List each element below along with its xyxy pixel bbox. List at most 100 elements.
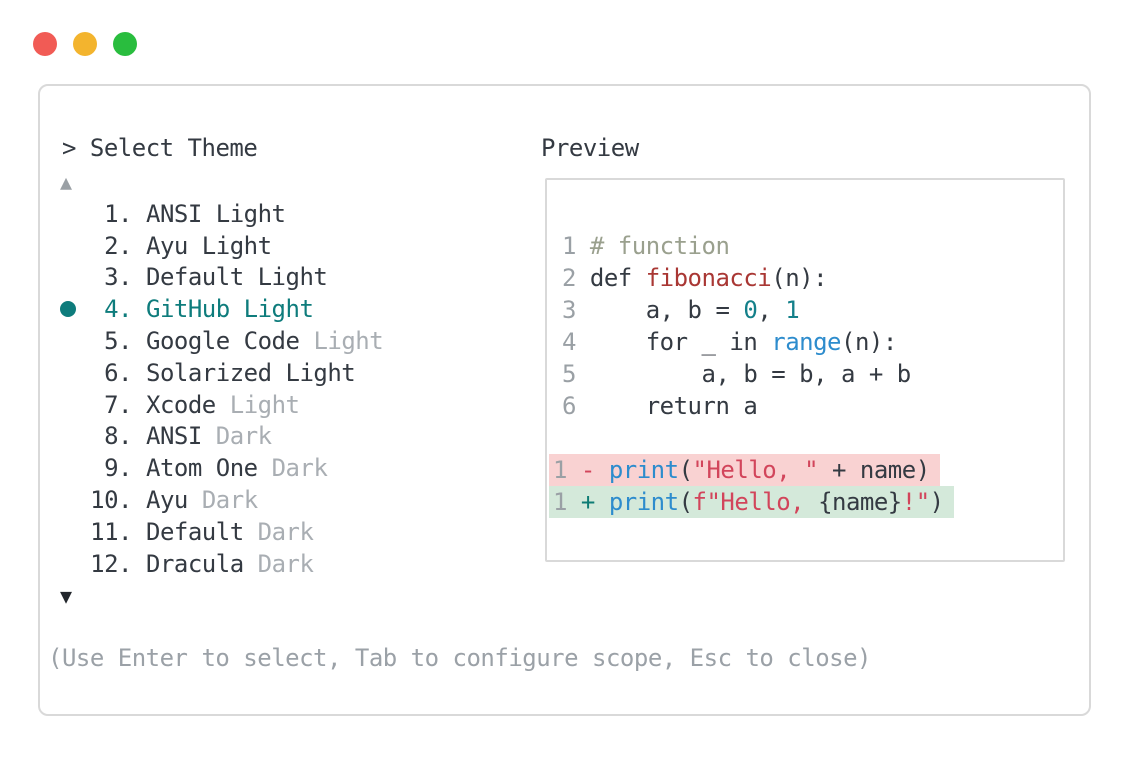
theme-item-variant-dim: Light [229, 390, 300, 419]
theme-list-item[interactable]: 3. Default Light [60, 262, 383, 294]
diff-minus-sign: - [580, 456, 595, 484]
theme-item-variant-dim: Dark [257, 549, 314, 578]
theme-item-name: Ayu [146, 486, 188, 515]
code-token-plain: for _ in [589, 328, 772, 356]
code-token-string: !" [901, 488, 930, 516]
theme-item-variant-dim: Dark [201, 486, 258, 515]
theme-item-number: 12. [90, 549, 132, 578]
code-line: 4 for _ in range(n): [547, 326, 1063, 358]
line-number: 1 [562, 232, 576, 260]
theme-item-name: Atom One [146, 454, 258, 483]
line-number: 3 [562, 296, 576, 324]
code-token-plain: return a [589, 392, 758, 420]
theme-item-name: Default [146, 517, 244, 546]
theme-item-number: 1. [104, 199, 132, 228]
select-theme-prompt: > Select Theme [62, 134, 258, 162]
code-token-plain: a, b = [589, 296, 744, 324]
theme-item-number: 2. [104, 231, 132, 260]
theme-item-variant-dim: Dark [215, 422, 272, 451]
theme-item-name: Default Light [146, 263, 328, 292]
theme-item-name: Ayu Light [146, 231, 272, 260]
code-token-comment: # function [589, 232, 730, 260]
code-token-plain: + name) [818, 456, 930, 484]
theme-item-number: 9. [104, 454, 132, 483]
theme-list-item[interactable]: 6. Solarized Light [60, 357, 383, 389]
theme-picker-panel: > Select Theme Preview ▲ 1. ANSI Light 2. A… [38, 84, 1091, 716]
diff-line-highlight: 1 - print("Hello, " + name) [549, 454, 940, 486]
zoom-button[interactable] [113, 32, 137, 56]
theme-item-number: 3. [104, 263, 132, 292]
code-token-builtin: print [608, 456, 679, 484]
code-token-plain: a, b = b, a + b [589, 360, 912, 388]
selected-bullet-icon [60, 301, 88, 318]
line-number: 5 [562, 360, 576, 388]
code-blank-line [547, 422, 1063, 454]
code-token-plain: (n): [771, 264, 828, 292]
code-token-function: fibonacci [645, 264, 772, 292]
theme-item-name: ANSI Light [146, 199, 286, 228]
theme-item-name: Dracula [146, 549, 244, 578]
diff-line-removed: 1 - print("Hello, " + name) [547, 454, 1063, 486]
theme-item-name: Xcode [146, 390, 216, 419]
minimize-button[interactable] [73, 32, 97, 56]
theme-list-item[interactable]: 11. Default Dark [60, 516, 383, 548]
line-number: 4 [562, 328, 576, 356]
theme-list-item[interactable]: 2. Ayu Light [60, 230, 383, 262]
theme-item-number: 6. [104, 358, 132, 387]
theme-item-number: 4. [104, 295, 132, 324]
scroll-up-icon[interactable]: ▲ [60, 170, 73, 194]
code-token-plain: ) [929, 488, 944, 516]
diff-line-highlight: 1 + print(f"Hello, {name}!") [549, 486, 954, 518]
theme-list-item[interactable]: 9. Atom One Dark [60, 452, 383, 484]
theme-item-name: ANSI [146, 422, 202, 451]
close-button[interactable] [33, 32, 57, 56]
theme-list-item[interactable]: 12. Dracula Dark [60, 548, 383, 580]
line-number: 2 [562, 264, 576, 292]
code-token-plain: , [757, 296, 786, 324]
theme-list-item[interactable]: 7. Xcode Light [60, 389, 383, 421]
window-controls [33, 32, 137, 56]
diff-plus-sign: + [580, 488, 595, 516]
code-token-plain: ( [678, 456, 693, 484]
code-token-builtin: print [608, 488, 679, 516]
diff-line-added: 1 + print(f"Hello, {name}!") [547, 486, 1063, 518]
code-line: 6 return a [547, 390, 1063, 422]
theme-item-number: 10. [90, 486, 132, 515]
code-token-number: 0 [743, 296, 758, 324]
theme-list-item[interactable]: 1. ANSI Light [60, 198, 383, 230]
code-token-plain: ( [678, 488, 693, 516]
theme-item-name: GitHub Light [146, 295, 314, 324]
code-token-plain: {name} [818, 488, 902, 516]
theme-item-variant-dim: Dark [257, 517, 314, 546]
code-token-builtin: range [771, 328, 841, 356]
scroll-down-icon[interactable]: ▼ [60, 584, 73, 608]
code-token-plain: def [589, 264, 646, 292]
line-number: 1 [553, 488, 567, 516]
code-token-number: 1 [785, 296, 800, 324]
theme-list-item[interactable]: 4. GitHub Light [60, 293, 383, 325]
theme-list-item[interactable]: 5. Google Code Light [60, 325, 384, 357]
theme-item-number: 5. [104, 327, 132, 356]
theme-list-item[interactable]: 10. Ayu Dark [60, 484, 383, 516]
theme-item-name: Google Code [146, 327, 300, 356]
theme-item-number: 11. [90, 517, 132, 546]
theme-item-variant-dim: Dark [271, 454, 328, 483]
preview-label: Preview [541, 134, 639, 162]
theme-item-number: 8. [104, 422, 132, 451]
theme-list-item[interactable]: 8. ANSI Dark [60, 421, 383, 453]
code-token-plain: (n): [841, 328, 897, 356]
code-line: 1 # function [547, 230, 1063, 262]
code-line: 5 a, b = b, a + b [547, 358, 1063, 390]
code-token-string: "Hello, " [692, 456, 819, 484]
line-number: 1 [553, 456, 567, 484]
code-token-string: f"Hello, [692, 488, 819, 516]
code-line: 3 a, b = 0, 1 [547, 294, 1063, 326]
theme-item-variant-dim: Light [313, 327, 384, 356]
keyboard-hint: (Use Enter to select, Tab to configure s… [48, 644, 872, 672]
theme-item-name: Solarized Light [146, 358, 356, 387]
line-number: 6 [562, 392, 576, 420]
theme-item-number: 7. [104, 390, 132, 419]
